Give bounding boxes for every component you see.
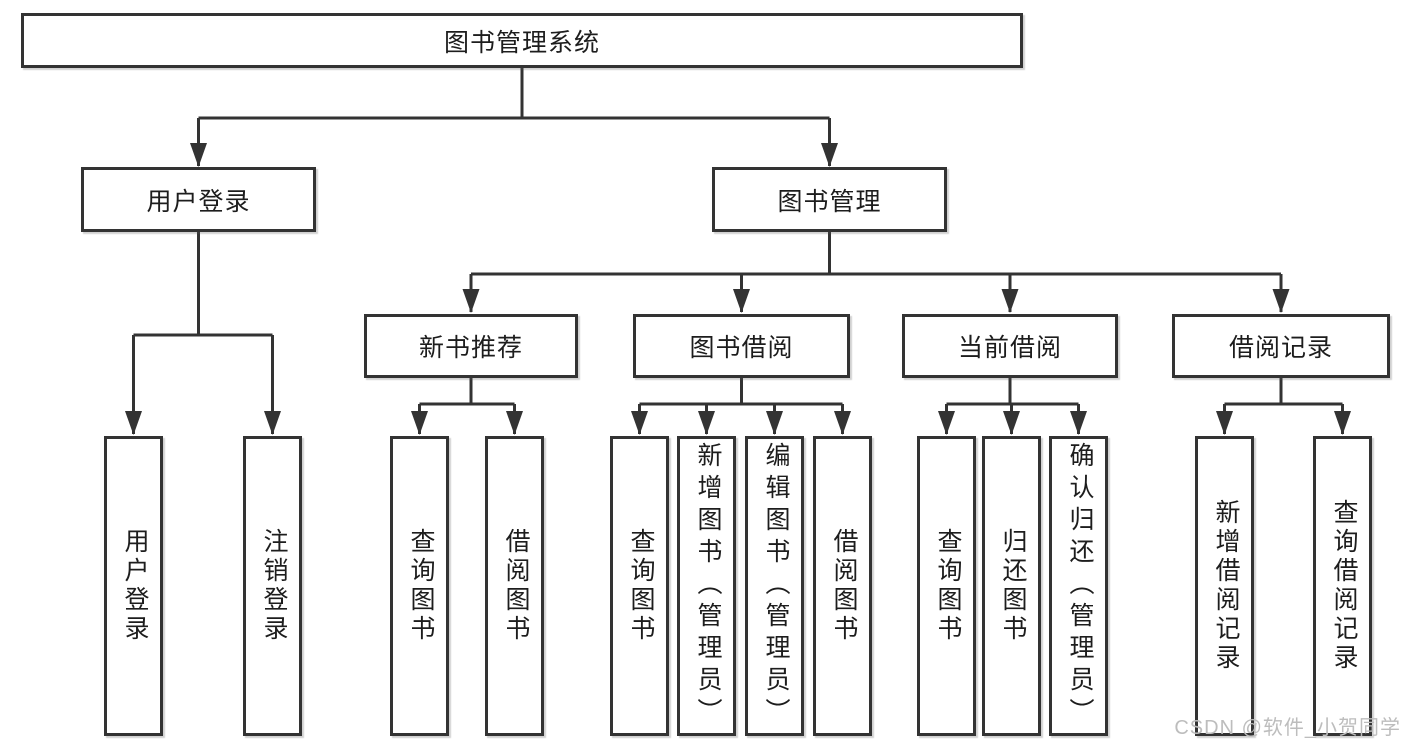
node-book-management: 图书管理 [712,167,947,232]
leaf-query-books-current: 查询图书 [917,436,976,736]
leaf-query-borrow-record: 查询借阅记录 [1313,436,1372,736]
node-borrow-records: 借阅记录 [1172,314,1390,378]
leaf-user-login: 用户登录 [104,436,163,736]
connector-current-borrow-children [938,378,1087,435]
leaf-logout-login: 注销登录 [243,436,302,736]
node-current-borrow: 当前借阅 [902,314,1118,378]
node-new-book-recommend: 新书推荐 [364,314,578,378]
connector-book-management-children [462,232,1290,313]
leaf-add-borrow-record: 新增借阅记录 [1195,436,1254,736]
node-user-login: 用户登录 [81,167,316,232]
leaf-query-books-recommend: 查询图书 [390,436,449,736]
connector-root-to-level2 [190,68,838,167]
leaf-borrow-books: 借阅图书 [813,436,872,736]
connector-new-book-recommend-children [411,378,523,435]
leaf-confirm-return-admin: 确认归还（管理员） [1049,436,1108,736]
leaf-edit-books-admin: 编辑图书（管理员） [745,436,804,736]
connector-user-login-children [125,232,281,435]
connector-borrow-records-children [1216,378,1351,435]
leaf-add-books-admin: 新增图书（管理员） [677,436,736,736]
csdn-watermark: CSDN @软件_小贺同学 [1174,717,1401,739]
connector-book-borrow-children [631,378,851,435]
leaf-borrow-books-recommend: 借阅图书 [485,436,544,736]
leaf-return-books: 归还图书 [982,436,1041,736]
leaf-query-books-borrow: 查询图书 [610,436,669,736]
node-library-management-system: 图书管理系统 [21,13,1023,68]
node-book-borrow: 图书借阅 [633,314,850,378]
